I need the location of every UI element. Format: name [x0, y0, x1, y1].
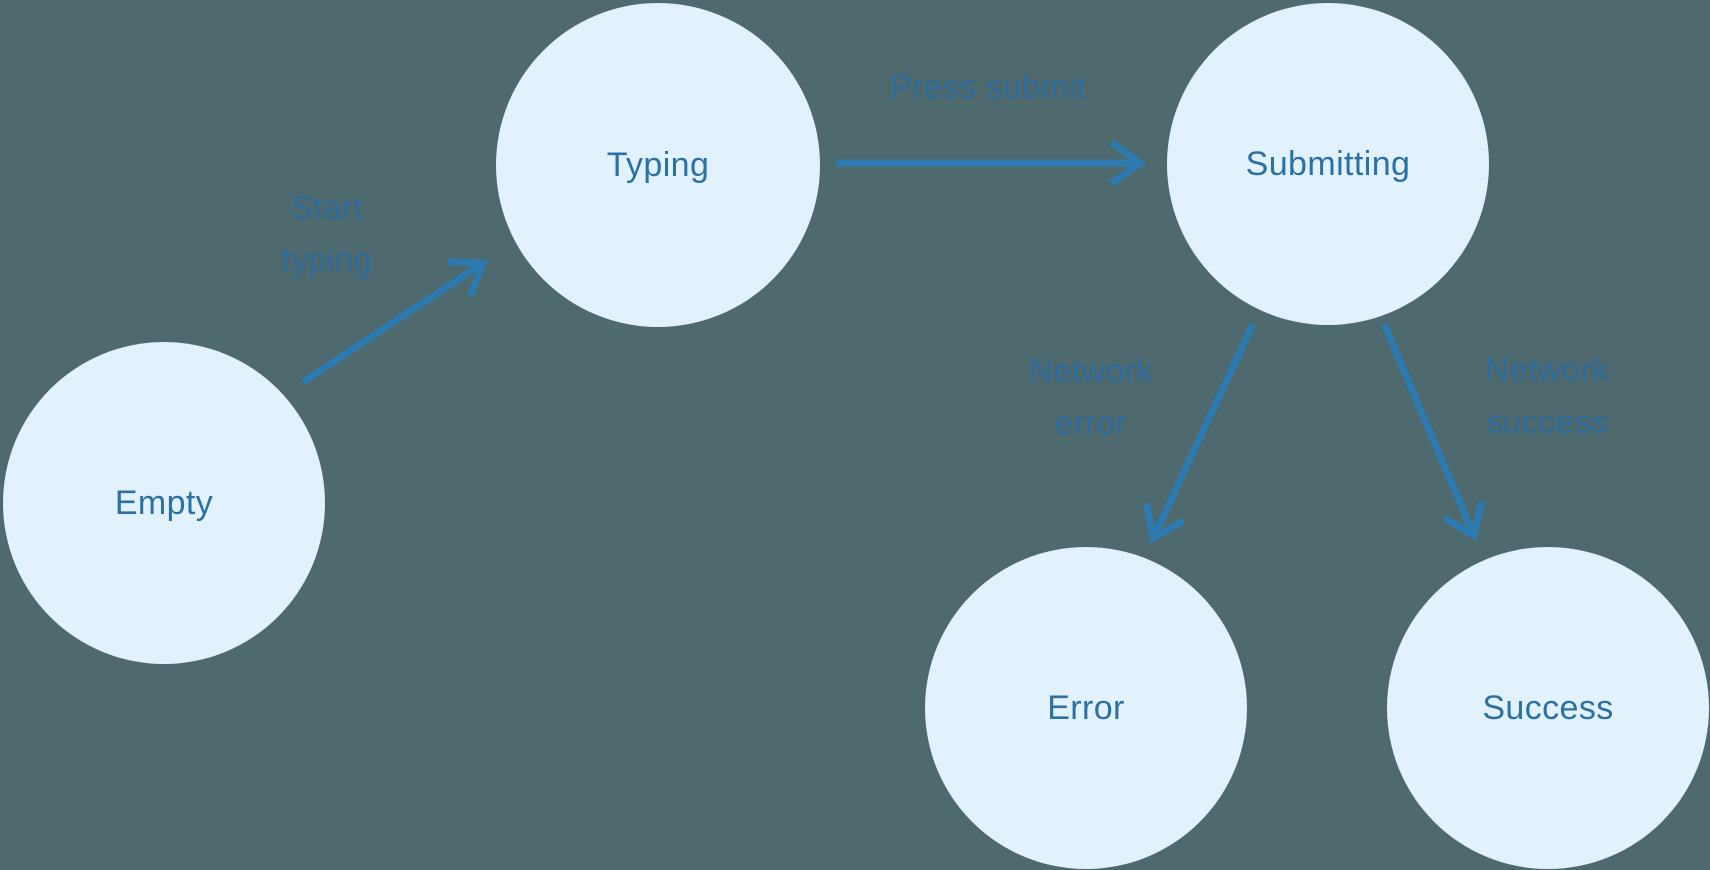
node-success: Success	[1387, 547, 1709, 869]
node-error: Error	[925, 547, 1247, 869]
edge-label-line: success	[1485, 403, 1609, 440]
node-submitting: Submitting	[1167, 3, 1489, 325]
edge-label-line: Network	[1029, 352, 1153, 389]
node-empty: Empty	[3, 342, 325, 664]
node-label-success: Success	[1482, 688, 1614, 727]
edge-label-line: Press submit	[890, 68, 1086, 105]
node-label-empty: Empty	[114, 483, 214, 522]
edge-label-press-submit: Press submit	[890, 62, 1086, 112]
node-label-error: Error	[1047, 688, 1125, 727]
edge-label-network-error: Network error	[1029, 345, 1153, 449]
edge-label-line: typing	[281, 241, 373, 278]
node-label-submitting: Submitting	[1245, 144, 1411, 183]
arrow-submitting-to-success	[1380, 322, 1486, 542]
edge-label-start-typing: Start typing	[282, 182, 372, 286]
edge-label-line: Start	[291, 189, 363, 226]
node-typing: Typing	[496, 3, 820, 327]
edge-label-line: Network	[1485, 351, 1609, 388]
edge-label-network-success: Network success	[1485, 344, 1609, 448]
node-label-typing: Typing	[606, 145, 710, 184]
edge-label-line: error	[1055, 404, 1127, 441]
arrow-submitting-to-error	[1143, 322, 1257, 544]
arrow-empty-to-typing	[301, 258, 488, 385]
